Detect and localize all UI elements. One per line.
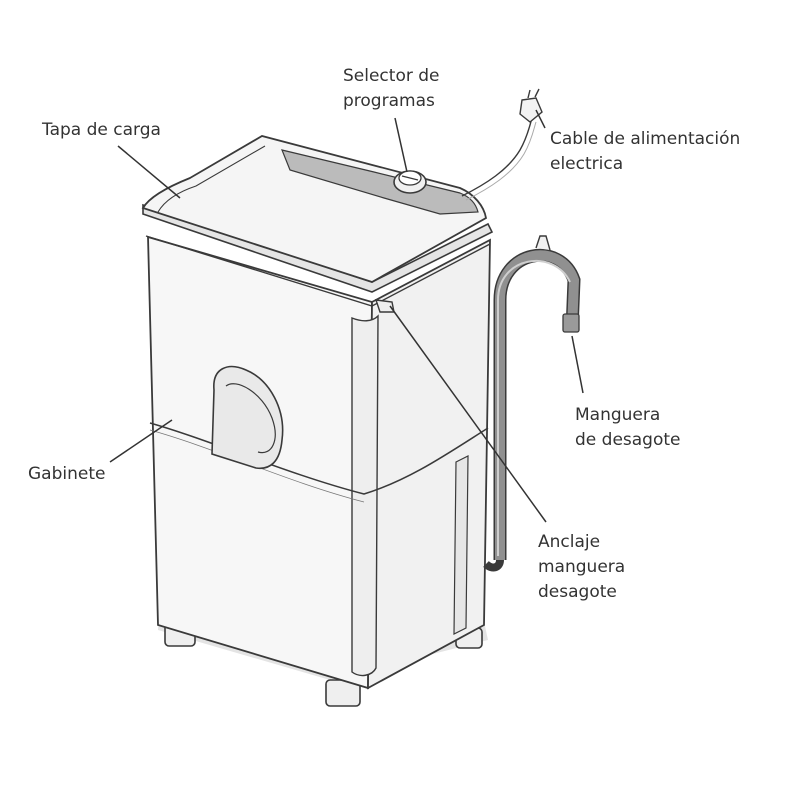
- leader-anclaje: [389, 305, 547, 523]
- hose-anchor: [374, 299, 395, 313]
- label-tapa-de-carga: Tapa de carga: [42, 118, 161, 143]
- plug-prongs: [527, 88, 540, 99]
- lid-inner: [157, 145, 266, 213]
- front-corner: [351, 314, 379, 677]
- leader-tapa: [117, 145, 181, 199]
- label-gabinete-line-1: Gabinete: [28, 464, 106, 484]
- leader-manguera: [571, 335, 584, 394]
- label-anclaje-manguera-desagote: Anclaje manguera desagote: [538, 530, 625, 605]
- control-panel: [281, 149, 479, 215]
- label-manguera-line-1: Manguera: [575, 405, 661, 425]
- drain-hose-highlight: [497, 259, 571, 556]
- hose-hook: [535, 235, 551, 251]
- power-cable-shadow: [465, 121, 537, 201]
- label-selector-line-2: programas: [343, 91, 435, 111]
- circular-window: [211, 365, 284, 470]
- label-anclaje-line-2: manguera: [538, 557, 626, 577]
- leader-cable: [535, 109, 546, 129]
- label-tapa-de-carga-line-1: Tapa de carga: [42, 120, 161, 140]
- lid-rim-lower: [145, 235, 491, 307]
- power-plug: [519, 97, 543, 123]
- label-manguera-de-desagote: Manguera de desagote: [575, 403, 681, 453]
- label-selector-line-1: Selector de: [343, 66, 440, 86]
- power-cable: [461, 117, 533, 197]
- drain-hose-outer: [493, 248, 581, 560]
- label-manguera-line-2: de desagote: [575, 430, 681, 450]
- label-selector-de-programas: Selector de programas: [343, 64, 440, 114]
- circular-window-inner: [225, 383, 276, 454]
- label-anclaje-line-1: Anclaje: [538, 532, 601, 552]
- label-anclaje-line-3: desagote: [538, 582, 617, 602]
- drain-hose-base: [483, 559, 504, 572]
- drain-hose-body: [495, 250, 580, 560]
- label-gabinete: Gabinete: [28, 462, 105, 487]
- side-groove: [453, 455, 469, 635]
- lid-rim: [142, 203, 494, 293]
- selector-knob-grip: [401, 175, 419, 181]
- leader-gabinete: [109, 419, 173, 463]
- label-cable-line-2: electrica: [550, 154, 624, 174]
- label-cable-de-alimentacion: Cable de alimentación electrica: [550, 127, 740, 177]
- drain-hose-end: [562, 313, 580, 333]
- label-cable-line-1: Cable de alimentación: [550, 129, 741, 149]
- body-seam: [149, 422, 489, 495]
- leader-selector: [394, 117, 408, 173]
